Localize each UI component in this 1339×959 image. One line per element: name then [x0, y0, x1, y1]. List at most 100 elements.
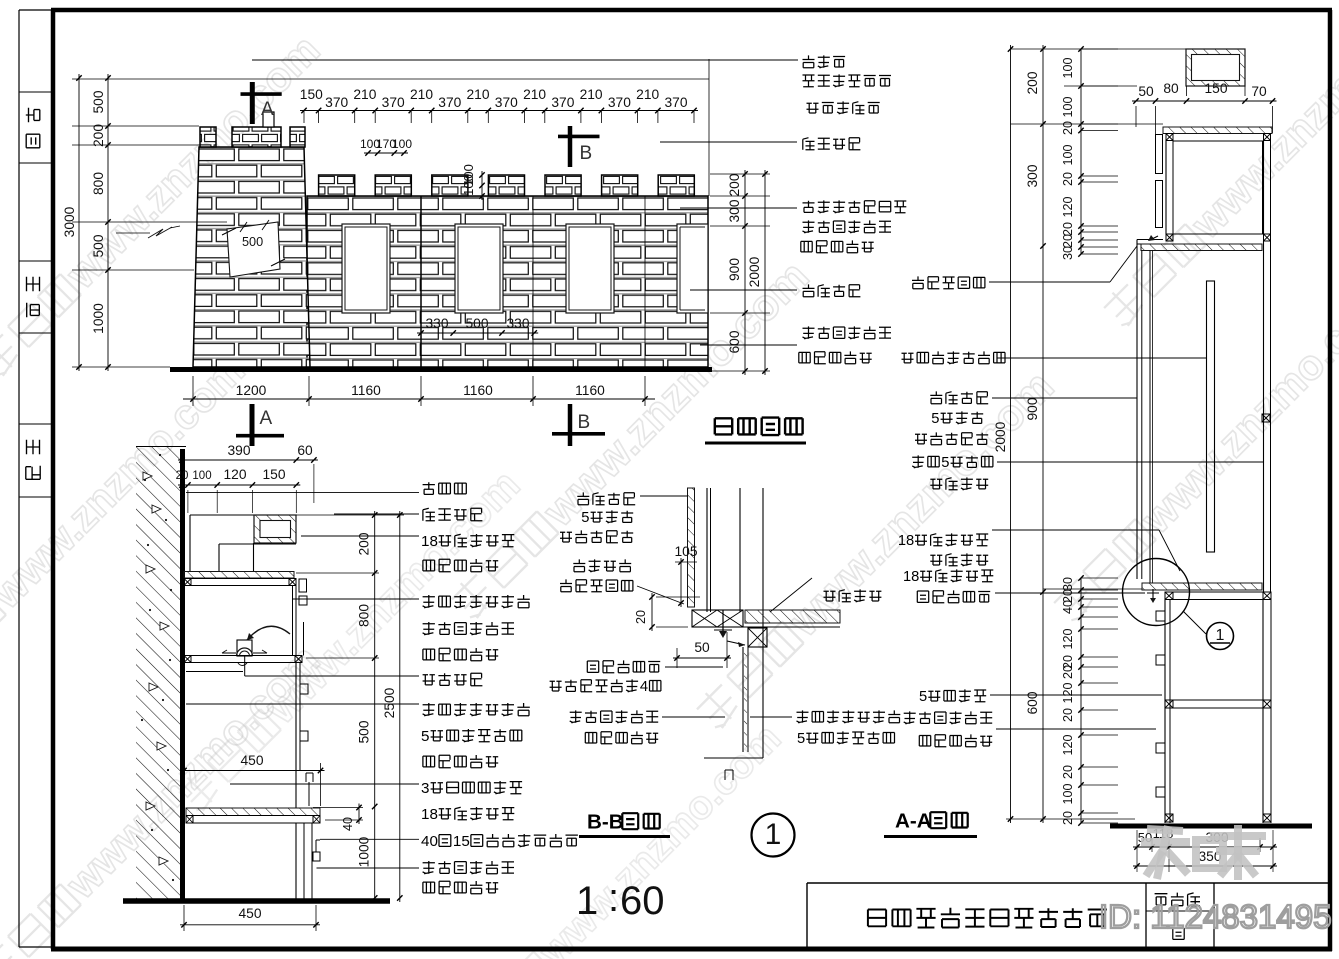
svg-text:20: 20: [1061, 172, 1075, 186]
svg-text:5: 5: [919, 689, 927, 705]
svg-text:1: 1: [576, 879, 598, 923]
svg-text:500: 500: [91, 90, 106, 113]
svg-text:18: 18: [421, 806, 438, 823]
svg-text::: :: [608, 876, 619, 920]
svg-text:450: 450: [238, 906, 261, 921]
svg-text:450: 450: [240, 753, 263, 768]
svg-text:300: 300: [1025, 164, 1040, 187]
svg-text:370: 370: [608, 95, 631, 110]
svg-text:18: 18: [421, 533, 438, 550]
svg-text:210: 210: [580, 87, 603, 102]
svg-text:100: 100: [1061, 144, 1075, 165]
svg-text:500: 500: [357, 720, 372, 743]
svg-text:B: B: [580, 143, 593, 164]
svg-text:105: 105: [674, 544, 697, 559]
svg-text:350: 350: [1198, 849, 1221, 864]
svg-text:210: 210: [466, 87, 489, 102]
svg-text:1000: 1000: [357, 836, 372, 867]
svg-text:5: 5: [931, 411, 939, 427]
svg-text:150: 150: [300, 87, 323, 102]
svg-text:20: 20: [1061, 234, 1075, 248]
svg-text:20: 20: [1061, 121, 1075, 135]
svg-text:370: 370: [325, 95, 348, 110]
svg-text:390: 390: [227, 443, 250, 458]
svg-text:210: 210: [353, 87, 376, 102]
svg-text:18: 18: [903, 569, 919, 585]
svg-text:20: 20: [1061, 222, 1075, 236]
svg-text:20: 20: [1061, 811, 1075, 825]
svg-text:120: 120: [1061, 628, 1075, 649]
svg-text:80: 80: [1163, 81, 1179, 96]
svg-text:150: 150: [1204, 81, 1227, 96]
svg-text:5: 5: [421, 728, 429, 745]
svg-text:200: 200: [91, 124, 106, 147]
svg-text:1: 1: [765, 818, 782, 851]
svg-text:30: 30: [1061, 577, 1075, 591]
svg-text:200: 200: [357, 532, 372, 555]
svg-text:800: 800: [91, 172, 106, 195]
svg-text:A: A: [260, 408, 273, 429]
svg-text:1160: 1160: [463, 383, 493, 398]
svg-text:2000: 2000: [993, 421, 1008, 452]
svg-text:60: 60: [620, 879, 665, 923]
svg-text:210: 210: [636, 87, 659, 102]
svg-text:20: 20: [1061, 708, 1075, 722]
svg-text:B-B: B-B: [587, 810, 624, 833]
svg-text:100: 100: [461, 174, 476, 196]
svg-text:ID: 1124831495: ID: 1124831495: [1099, 898, 1331, 935]
svg-text:1160: 1160: [575, 383, 605, 398]
svg-text:100: 100: [192, 470, 211, 482]
svg-text:3: 3: [421, 780, 429, 797]
svg-text:20: 20: [1061, 655, 1075, 669]
svg-text:5: 5: [797, 731, 805, 747]
svg-text:210: 210: [410, 87, 433, 102]
svg-text:600: 600: [1025, 691, 1040, 714]
svg-text:15: 15: [453, 833, 470, 850]
svg-text:2500: 2500: [382, 687, 397, 718]
svg-text:70: 70: [1251, 84, 1267, 99]
svg-text:1: 1: [1216, 627, 1225, 644]
svg-text:370: 370: [495, 95, 518, 110]
svg-text:1200: 1200: [236, 383, 267, 398]
svg-text:120: 120: [1061, 682, 1075, 703]
svg-text:170: 170: [376, 137, 396, 151]
svg-text:20: 20: [1061, 765, 1075, 779]
svg-text:100: 100: [1061, 96, 1075, 117]
svg-text:40: 40: [341, 817, 355, 831]
svg-text:120: 120: [1061, 734, 1075, 755]
svg-text:2000: 2000: [747, 256, 762, 287]
svg-text:210: 210: [523, 87, 546, 102]
svg-text:50: 50: [1138, 84, 1154, 99]
svg-text:40: 40: [1061, 600, 1075, 614]
svg-text:500: 500: [242, 235, 263, 249]
svg-text:60: 60: [297, 443, 313, 458]
svg-text:20: 20: [634, 610, 648, 624]
svg-text:500: 500: [91, 234, 106, 257]
svg-text:100: 100: [461, 164, 476, 186]
svg-text:100: 100: [392, 137, 412, 151]
svg-text:100: 100: [1061, 57, 1075, 78]
svg-text:900: 900: [727, 258, 742, 281]
svg-text:50: 50: [694, 640, 710, 655]
svg-text:330: 330: [506, 316, 529, 331]
svg-text:18: 18: [898, 533, 914, 549]
svg-text:4: 4: [640, 679, 648, 695]
svg-text:200: 200: [727, 173, 742, 196]
svg-text:370: 370: [382, 95, 405, 110]
svg-text:1000: 1000: [91, 303, 106, 334]
svg-text:30: 30: [1061, 246, 1075, 260]
svg-text:800: 800: [357, 604, 372, 627]
svg-text:370: 370: [551, 95, 574, 110]
svg-text:500: 500: [465, 316, 488, 331]
svg-text:600: 600: [727, 330, 742, 353]
svg-text:100: 100: [1061, 783, 1075, 804]
svg-text:370: 370: [664, 95, 687, 110]
svg-text:370: 370: [438, 95, 461, 110]
svg-text:A: A: [261, 99, 274, 120]
svg-text:900: 900: [1025, 397, 1040, 420]
svg-text:200: 200: [1025, 71, 1040, 94]
svg-text:300: 300: [727, 199, 742, 222]
svg-text:A-A: A-A: [895, 809, 932, 832]
svg-text:B: B: [578, 412, 591, 433]
svg-text:20: 20: [1061, 589, 1075, 603]
